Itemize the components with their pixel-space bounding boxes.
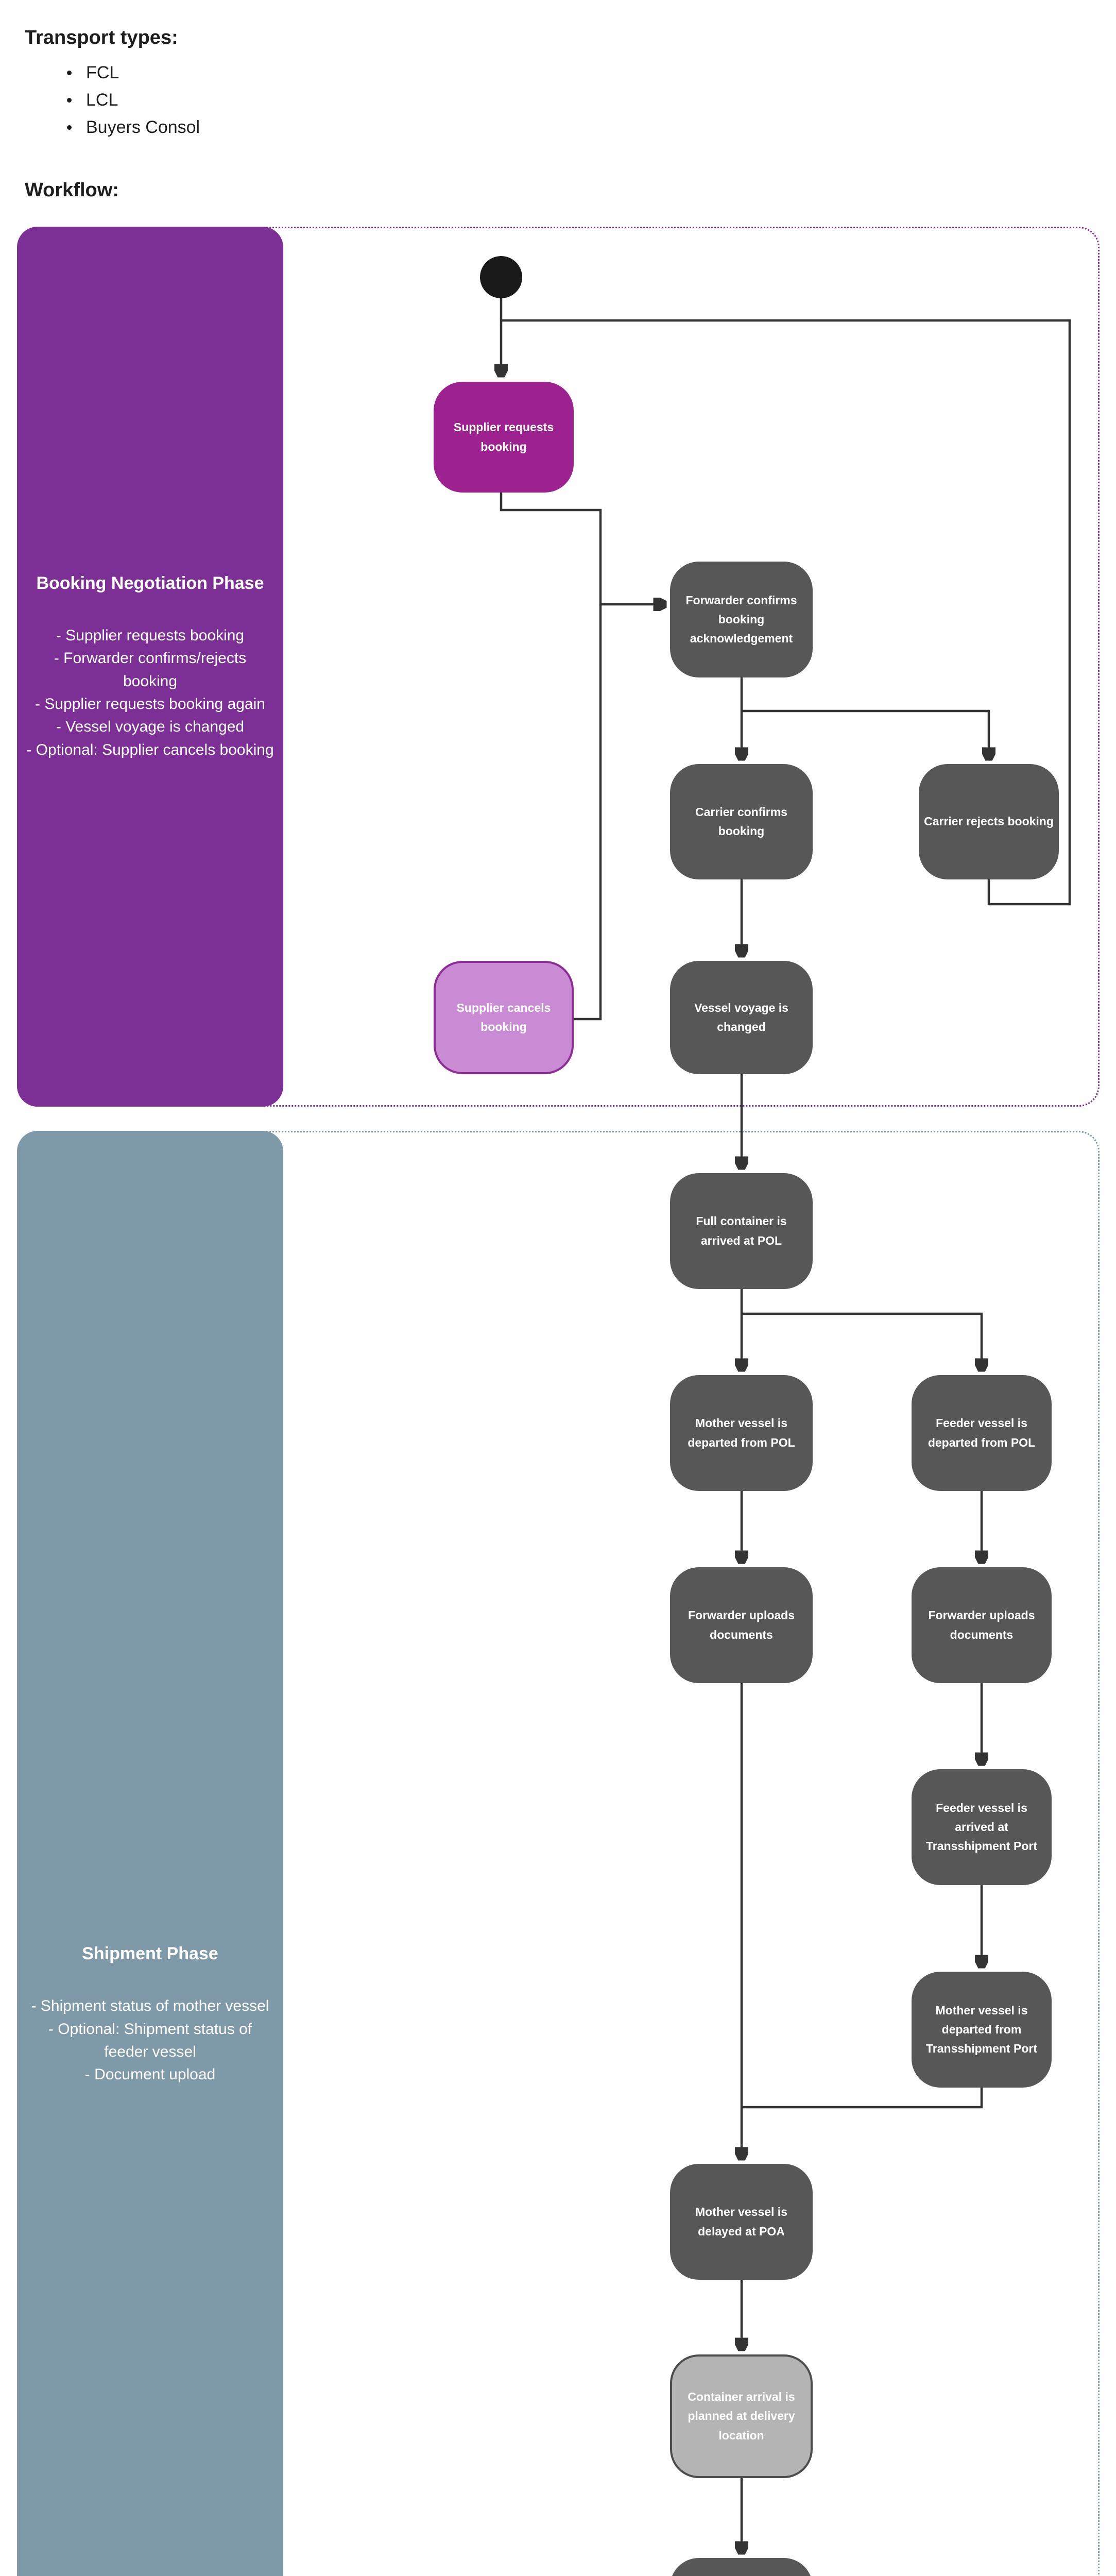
node-feeder-vessel-departed-pol: Feeder vessel is departed from POL: [912, 1375, 1052, 1491]
transport-type-item: FCL: [67, 63, 119, 83]
node-forwarder-uploads-documents-left: Forwarder uploads documents: [670, 1567, 813, 1683]
transport-types-title: Transport types:: [25, 27, 178, 48]
node-full-container-arrived-pol: Full container is arrived at POL: [670, 1173, 813, 1289]
workflow-title: Workflow:: [25, 179, 119, 201]
phase-note: - Supplier requests booking: [56, 626, 245, 644]
phase-note: - Document upload: [84, 2066, 216, 2083]
phase-note: - Supplier requests booking again: [35, 696, 265, 713]
phase-title: Shipment Phase: [82, 1944, 218, 1964]
node-carrier-confirms-booking: Carrier confirms booking: [670, 764, 813, 879]
phase-note: - Shipment status of mother vessel: [31, 1997, 269, 2015]
node-container-arrival-planned: Container arrival is planned at delivery…: [670, 2354, 813, 2478]
transport-type-item: Buyers Consol: [67, 117, 200, 138]
node-mother-vessel-departed-transshipment: Mother vessel is departed from Transship…: [912, 1972, 1052, 2088]
phase-note: - Optional: Shipment status of feeder ve…: [48, 2020, 252, 2061]
node-feeder-vessel-arrived-transshipment: Feeder vessel is arrived at Transshipmen…: [912, 1769, 1052, 1885]
bullet-icon: [67, 125, 72, 130]
phase-note: - Vessel voyage is changed: [56, 718, 245, 736]
transport-type-label: FCL: [86, 63, 119, 82]
phase-note: - Optional: Supplier cancels booking: [26, 741, 274, 758]
node-carrier-rejects-booking: Carrier rejects booking: [919, 764, 1059, 879]
phase-title: Booking Negotiation Phase: [36, 573, 264, 593]
phase-note: - Forwarder confirms/rejects booking: [54, 650, 247, 690]
node-supplier-cancels-booking: Supplier cancels booking: [434, 961, 574, 1074]
node-mother-vessel-delayed-poa: Mother vessel is delayed at POA: [670, 2164, 813, 2280]
start-node: [480, 256, 522, 298]
transport-type-item: LCL: [67, 90, 118, 110]
node-mother-vessel-arrived-poa: Mother vessel is arrived at POA: [670, 2558, 813, 2576]
node-forwarder-confirms-booking-acknowledgement: Forwarder confirms booking acknowledgeme…: [670, 562, 813, 677]
node-supplier-requests-booking: Supplier requests booking: [434, 382, 574, 493]
node-forwarder-uploads-documents-right: Forwarder uploads documents: [912, 1567, 1052, 1683]
node-mother-vessel-departed-pol: Mother vessel is departed from POL: [670, 1375, 813, 1491]
sidebar-shipment-phase: Shipment Phase - Shipment status of moth…: [17, 1131, 283, 2576]
sidebar-booking-negotiation-phase: Booking Negotiation Phase - Supplier req…: [17, 227, 283, 1107]
bullet-icon: [67, 98, 72, 103]
transport-type-label: Buyers Consol: [86, 117, 200, 137]
bullet-icon: [67, 71, 72, 75]
node-vessel-voyage-changed: Vessel voyage is changed: [670, 961, 813, 1074]
transport-type-label: LCL: [86, 90, 118, 110]
